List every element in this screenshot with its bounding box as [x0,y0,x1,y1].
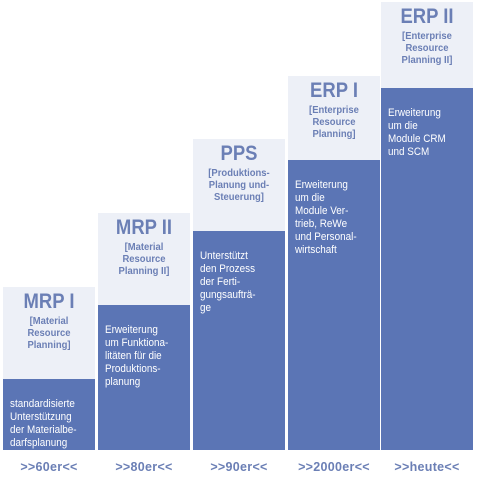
step-description: Erweiterung um die Module CRM und SCM [381,88,473,450]
step-subtitle: [Material Resource Planning] [27,315,71,351]
era-label-60er: >>60er<< [20,460,78,474]
step-header: ERP II [Enterprise Resource Planning II] [381,2,473,88]
step-mrp-1: MRP I [Material Resource Planning] stand… [3,287,95,450]
step-header: PPS [Produktions- Planung und- Steuerung… [193,139,285,231]
step-header: MRP I [Material Resource Planning] [3,287,95,379]
step-title: MRP I [23,290,75,313]
step-title: ERP II [400,5,454,28]
step-header: ERP I [Enterprise Resource Planning] [288,76,380,160]
step-mrp-2: MRP II [Material Resource Planning II] E… [98,213,190,450]
step-title: PPS [220,142,258,165]
step-title: ERP I [310,79,358,102]
step-description: Erweiterung um die Module Ver- trieb, Re… [288,160,380,450]
step-subtitle: [Enterprise Resource Planning] [309,104,359,140]
step-subtitle: [Material Resource Planning II] [118,241,170,277]
step-erp-2: ERP II [Enterprise Resource Planning II]… [381,2,473,450]
step-description: standardisierte Unterstützung der Materi… [3,379,95,450]
step-description-text: Erweiterung um die Module Ver- trieb, Re… [295,179,357,256]
era-label-2000er: >>2000er<< [298,460,370,474]
step-description-text: Erweiterung um Funktiona- litäten für di… [105,324,169,388]
step-erp-1: ERP I [Enterprise Resource Planning] Erw… [288,76,380,450]
step-header: MRP II [Material Resource Planning II] [98,213,190,305]
step-description: Unterstützt den Prozess der Ferti- gungs… [193,231,285,450]
step-subtitle: [Enterprise Resource Planning II] [401,30,453,66]
step-title: MRP II [115,216,173,239]
era-label-90er: >>90er<< [210,460,268,474]
step-subtitle: [Produktions- Planung und- Steuerung] [208,167,270,203]
era-label-heute: >>heute<< [394,460,460,474]
step-description-text: Unterstützt den Prozess der Ferti- gungs… [200,250,256,314]
step-description: Erweiterung um Funktiona- litäten für di… [98,305,190,450]
era-label-80er: >>80er<< [115,460,173,474]
step-description-text: Erweiterung um die Module CRM und SCM [388,107,446,158]
step-pps: PPS [Produktions- Planung und- Steuerung… [193,139,285,450]
step-description-text: standardisierte Unterstützung der Materi… [10,398,77,449]
